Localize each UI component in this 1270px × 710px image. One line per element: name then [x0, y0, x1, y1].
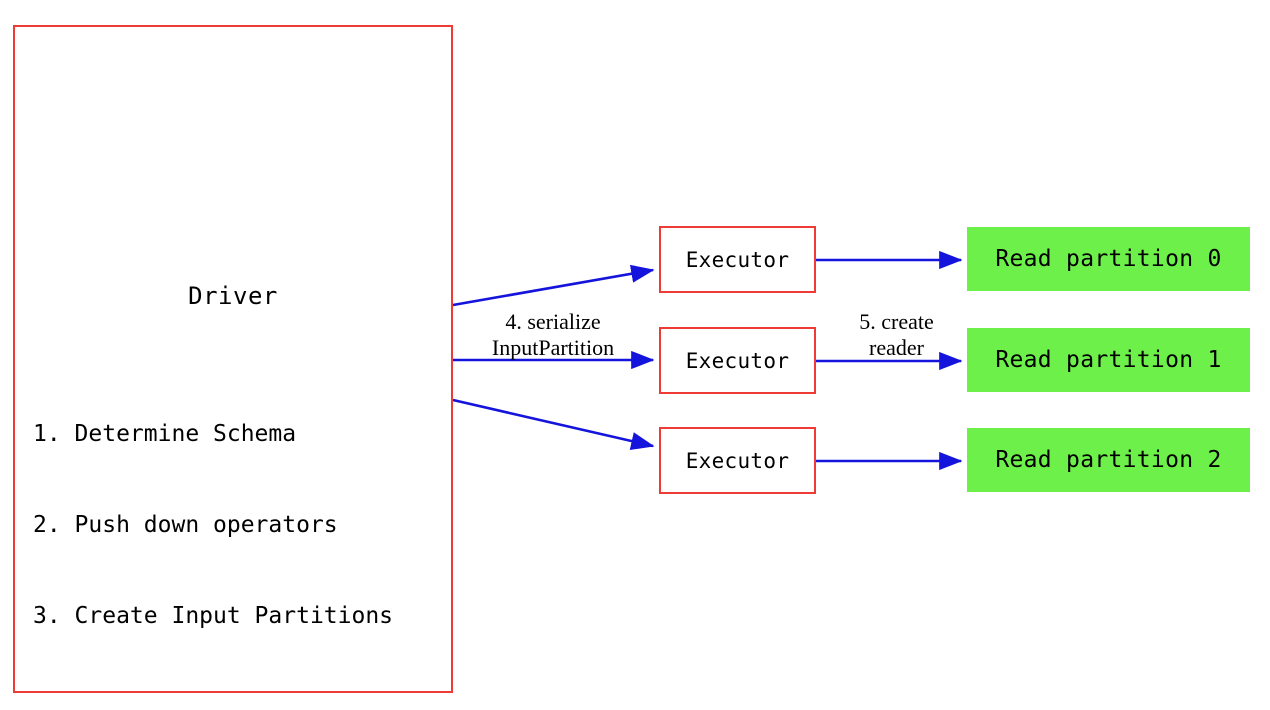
driver-step-1: 1. Determine Schema	[33, 420, 297, 447]
partition-box-0: Read partition 0	[967, 227, 1250, 291]
edge-label-serialize-line-1: 4. serialize	[505, 309, 601, 334]
executor-label-1: Executor	[685, 247, 790, 272]
partition-label-0: Read partition 0	[995, 246, 1222, 272]
arrow-driver-to-executor-3	[452, 398, 655, 450]
partition-label-2: Read partition 2	[995, 447, 1222, 473]
driver-step-2: 2. Push down operators	[33, 511, 338, 538]
executor-box-1: Executor	[659, 226, 816, 293]
edge-label-create-reader-line-1: 5. create	[859, 309, 934, 334]
driver-box: Driver 1. Determine Schema 2. Push down …	[13, 25, 453, 693]
edge-label-serialize-input-partition: 4. serialize InputPartition	[463, 309, 643, 360]
executor-label-2: Executor	[685, 348, 790, 373]
executor-box-2: Executor	[659, 327, 816, 394]
partition-box-2: Read partition 2	[967, 428, 1250, 492]
edge-label-serialize-line-2: InputPartition	[491, 334, 615, 360]
driver-title: Driver	[188, 282, 278, 310]
partition-box-1: Read partition 1	[967, 328, 1250, 392]
edge-label-create-reader-line-2: reader	[869, 334, 924, 360]
edge-label-create-reader: 5. create reader	[834, 309, 959, 360]
arrow-driver-to-executor-1	[452, 264, 655, 307]
executor-label-3: Executor	[685, 448, 790, 473]
driver-step-3: 3. Create Input Partitions	[33, 602, 394, 629]
driver-step-list: 1. Determine Schema 2. Push down operato…	[33, 358, 451, 692]
partition-label-1: Read partition 1	[995, 347, 1222, 373]
executor-box-3: Executor	[659, 427, 816, 494]
